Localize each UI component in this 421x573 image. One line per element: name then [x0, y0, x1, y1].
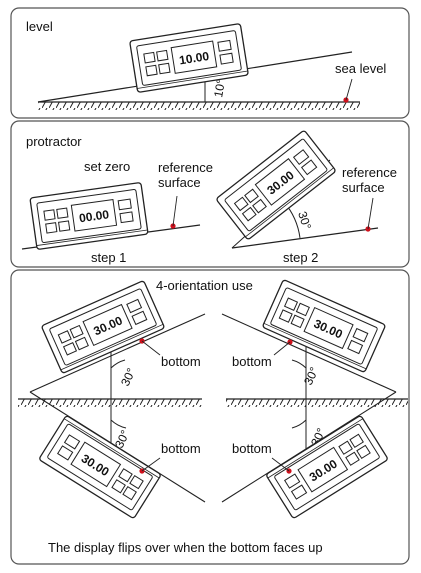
right-upper-surface [221, 313, 397, 393]
protractor-title: protractor [26, 134, 82, 149]
step2-device: 30.00 [215, 129, 337, 241]
ref-label-1b: surface [158, 175, 201, 190]
ref-label-2a: reference [342, 165, 397, 180]
leader-bottom-left [141, 457, 161, 472]
angle-label: 10° [211, 78, 228, 98]
left-upper-surface [29, 313, 206, 393]
device-top-left: 30.00 [40, 279, 166, 375]
step2-leader [367, 197, 374, 230]
left-lower-arc [110, 419, 127, 429]
bottom-label-tr: bottom [232, 354, 272, 369]
step2-surface [231, 227, 379, 249]
device-top-right: 30.00 [261, 278, 387, 374]
right-upper-arc [291, 359, 307, 369]
level-title: level [26, 19, 53, 34]
left-upper-arc [110, 359, 126, 369]
ground-left [18, 399, 202, 407]
right-lower-arc [291, 419, 307, 429]
ref-label-1a: reference [158, 160, 213, 175]
caption: The display flips over when the bottom f… [48, 540, 323, 555]
ref-label-2b: surface [342, 180, 385, 195]
bottom-label-br: bottom [232, 441, 272, 456]
leader-top-right [273, 341, 291, 356]
leader-top-left [141, 340, 161, 356]
step1-label: step 1 [91, 250, 126, 265]
device-bottom-left: 30.00 [38, 414, 162, 520]
inclinometer-device: 10.00 [128, 22, 250, 94]
leader-line [345, 78, 353, 101]
lcd-zero: 00.00 [78, 207, 110, 225]
bottom-label-tl: bottom [161, 354, 201, 369]
step1-device: 00.00 [29, 181, 149, 251]
ground-hatch [38, 102, 360, 110]
step2-angle: 30° [295, 210, 314, 232]
set-zero-label: set zero [84, 159, 130, 174]
sea-level-label: sea level [335, 61, 386, 76]
leader-bottom-right [271, 457, 290, 472]
step2-label: step 2 [283, 250, 318, 265]
step1-leader [172, 195, 178, 227]
device-bottom-right: 30.00 [265, 414, 389, 520]
lcd-reading: 10.00 [178, 49, 210, 68]
bottom-label-bl: bottom [161, 441, 201, 456]
orientation-title: 4-orientation use [156, 278, 253, 293]
ground-right [226, 399, 408, 407]
